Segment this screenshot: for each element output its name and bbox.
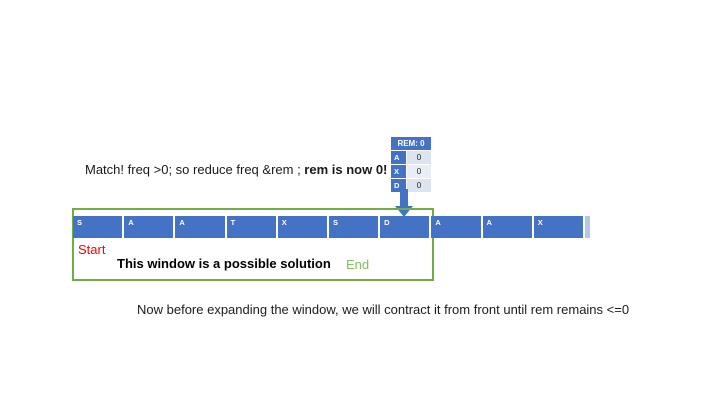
array-cell: S bbox=[328, 216, 381, 238]
match-annotation-bold: rem is now 0! bbox=[304, 162, 388, 177]
window-caption: This window is a possible solution bbox=[117, 256, 331, 271]
array-cell: X bbox=[533, 216, 585, 238]
table-header-row: REM: 0 bbox=[391, 137, 431, 150]
table-row: X 0 bbox=[391, 165, 431, 178]
remaining-frequency-table: REM: 0 A 0 X 0 D 0 bbox=[390, 136, 432, 193]
freq-value-cell: 0 bbox=[407, 165, 431, 178]
arrow-down-icon bbox=[395, 206, 413, 217]
window-outline-box bbox=[72, 208, 434, 281]
array-cell: A bbox=[175, 216, 227, 238]
freq-value-cell: 0 bbox=[407, 179, 431, 192]
table-row: A 0 bbox=[391, 151, 431, 164]
array-cell: A bbox=[431, 216, 483, 238]
window-end-label: End bbox=[346, 257, 370, 272]
rem-count-header: REM: 0 bbox=[391, 137, 431, 150]
array-cell: A bbox=[124, 216, 176, 238]
char-key-cell: X bbox=[391, 165, 406, 178]
arrow-down-icon bbox=[400, 189, 408, 207]
array-cell: S bbox=[73, 216, 125, 238]
char-key-cell: A bbox=[391, 151, 406, 164]
array-cell: A bbox=[482, 216, 534, 238]
array-cell: X bbox=[277, 216, 329, 238]
match-annotation-normal: Match! freq >0; so reduce freq &rem ; bbox=[85, 162, 305, 177]
array-cell: T bbox=[226, 216, 278, 238]
match-annotation: Match! freq >0; so reduce freq &rem ; re… bbox=[85, 162, 387, 177]
table-row: D 0 bbox=[391, 179, 431, 192]
array-row: S A A T X S D A A X bbox=[73, 216, 590, 238]
freq-value-cell: 0 bbox=[407, 151, 431, 164]
window-start-label: Start bbox=[78, 242, 106, 257]
array-cell: D bbox=[380, 216, 432, 238]
footer-annotation: Now before expanding the window, we will… bbox=[137, 302, 630, 317]
array-cell-partial bbox=[584, 216, 590, 238]
char-key-cell: D bbox=[391, 179, 406, 192]
